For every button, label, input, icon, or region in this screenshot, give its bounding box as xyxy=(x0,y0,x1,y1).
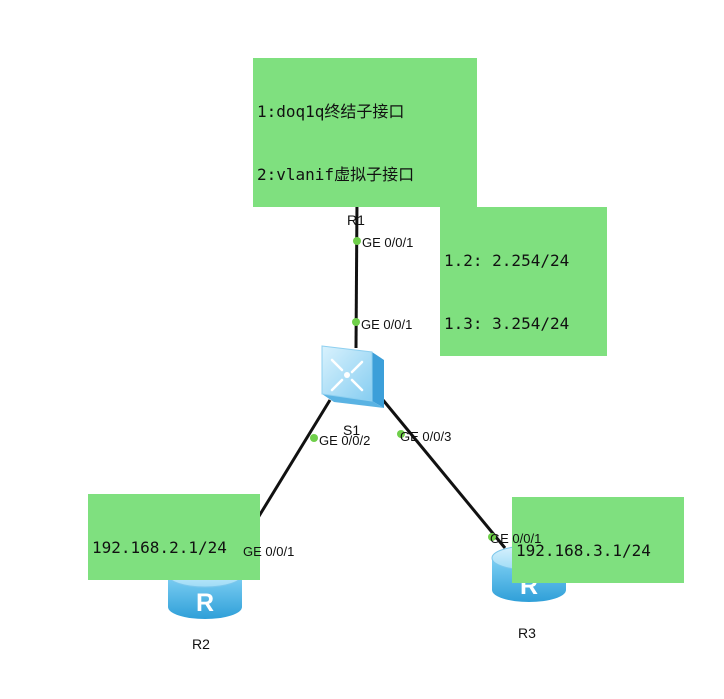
port-dot-s1-ge1 xyxy=(352,318,360,326)
port-label-s1-ge3: GE 0/0/3 xyxy=(400,429,452,444)
port-label-r3-ge: GE 0/0/1 xyxy=(490,531,542,546)
device-label-r2: R2 xyxy=(192,636,210,652)
port-label-s1-ge1: GE 0/0/1 xyxy=(361,317,413,332)
modes-note: 1:doq1q终结子接口 2:vlanif虚拟子接口 xyxy=(253,58,477,207)
r3-ip-text: 192.168.3.1/24 xyxy=(516,541,651,560)
r2-ip-text: 192.168.2.1/24 xyxy=(92,538,227,557)
modes-note-line-1: 1:doq1q终结子接口 xyxy=(257,102,405,121)
port-dot-s1-ge2 xyxy=(310,434,318,442)
port-label-r1-ge: GE 0/0/1 xyxy=(362,235,414,250)
modes-note-line-2: 2:vlanif虚拟子接口 xyxy=(257,165,415,184)
port-dot-r3 xyxy=(488,533,496,541)
port-dot-s1-ge3 xyxy=(397,430,405,438)
device-label-s1: S1 xyxy=(343,422,361,438)
r1-subif-line-2: 1.3: 3.254/24 xyxy=(444,314,570,333)
r3-ip-note: 192.168.3.1/24 xyxy=(512,497,684,583)
r1-subif-note: 1.2: 2.254/24 1.3: 3.254/24 xyxy=(440,207,607,356)
device-label-r1: R1 xyxy=(347,212,365,228)
link-s1-r3 xyxy=(381,399,507,549)
r2-ip-note: 192.168.2.1/24 xyxy=(88,494,260,580)
switch-s1-icon[interactable] xyxy=(321,345,384,408)
port-label-s1-ge2: GE 0/0/2 xyxy=(319,433,371,448)
port-dot-r1 xyxy=(353,237,361,245)
device-label-r3: R3 xyxy=(518,625,536,641)
r1-subif-line-1: 1.2: 2.254/24 xyxy=(444,251,570,270)
port-label-r2-ge: GE 0/0/1 xyxy=(243,544,295,559)
